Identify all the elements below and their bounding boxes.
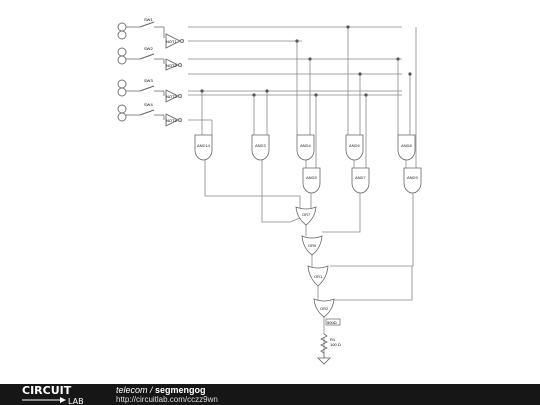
logo-bottom: LAB <box>68 397 84 405</box>
switch-icon[interactable] <box>139 85 155 92</box>
gate-label: AND7 <box>355 175 366 180</box>
input-block-4: SW4 NOT4 <box>117 102 182 127</box>
title-separator: / <box>147 385 156 395</box>
or-gate-icon <box>307 265 329 287</box>
gate-label: AND4 <box>300 143 311 148</box>
not-label: NOT4 <box>166 118 177 123</box>
not-gate-icon <box>165 58 180 71</box>
gate-label: AND8 <box>401 143 412 148</box>
source-icon <box>117 22 127 32</box>
not-gate-icon <box>165 113 180 127</box>
and-gate-icon <box>351 167 370 194</box>
gate-label: AND9 <box>407 175 418 180</box>
author-link[interactable]: telecom <box>116 385 148 395</box>
or-gate-icon <box>301 235 323 256</box>
and-gate-icon <box>397 134 416 161</box>
and-gate-icon <box>302 167 321 194</box>
switch-label: SW2 <box>144 46 153 51</box>
and-gate-icon <box>296 134 315 161</box>
not-gate-icon <box>165 89 180 103</box>
source-icon <box>117 30 127 40</box>
gate-label: OR2 <box>320 306 329 311</box>
source-icon <box>117 47 127 57</box>
or-gate-icon <box>313 298 335 318</box>
gate-label: AND6 <box>349 143 360 148</box>
input-block-3: SW3 NOT3 <box>117 78 182 103</box>
not-label: NOT3 <box>166 94 177 99</box>
gate-label: OR7 <box>302 212 311 217</box>
switch-label: SW3 <box>144 78 153 83</box>
source-icon <box>117 55 127 65</box>
and-gate-icon <box>345 134 364 161</box>
source-icon <box>117 104 127 114</box>
footer-bar: CIRCUIT LAB telecom / segmengog http://c… <box>0 384 540 405</box>
switch-label: SW4 <box>144 102 153 107</box>
gate-label: AND3 <box>255 143 266 148</box>
input-block-2: SW2 NOT2 <box>117 46 182 71</box>
gate-label: OR5 <box>308 243 317 248</box>
project-title[interactable]: segmengog <box>155 385 206 395</box>
source-icon <box>117 112 127 122</box>
gate-label: AND5 <box>306 175 317 180</box>
gate-label: OR1 <box>314 274 323 279</box>
gate-label: AND14 <box>197 143 211 148</box>
resistor-value: 100 Ω <box>330 342 341 347</box>
project-title-line: telecom / segmengog <box>116 385 206 395</box>
led-icon <box>325 318 341 326</box>
source-icon <box>117 79 127 89</box>
resistor-icon <box>320 333 328 354</box>
circuitlab-logo: CIRCUIT LAB <box>22 384 84 405</box>
ground-icon <box>317 353 331 365</box>
switch-icon[interactable] <box>139 21 155 28</box>
and-gate-icon <box>251 134 270 161</box>
schematic-canvas: SW1 NOT1 SW2 NOT2 SW3 NOT3 SW4 <box>117 17 422 365</box>
logo-top: CIRCUIT <box>22 384 72 397</box>
switch-label: SW1 <box>144 17 153 22</box>
led-label: 500Ω <box>327 320 337 325</box>
not-label: NOT1 <box>166 39 177 44</box>
and-gate-icon <box>403 167 422 194</box>
input-block-1: SW1 NOT1 <box>117 17 184 49</box>
not-gate-icon <box>165 33 182 49</box>
and-gate-icon <box>194 134 213 161</box>
project-url[interactable]: http://circuitlab.com/cczz9wn <box>116 395 218 404</box>
not-label: NOT2 <box>166 63 177 68</box>
or-gate-icon <box>295 206 317 226</box>
switch-icon[interactable] <box>139 109 155 116</box>
source-icon <box>117 87 127 97</box>
switch-icon[interactable] <box>139 53 155 60</box>
resistor-name: R1 <box>330 337 336 342</box>
